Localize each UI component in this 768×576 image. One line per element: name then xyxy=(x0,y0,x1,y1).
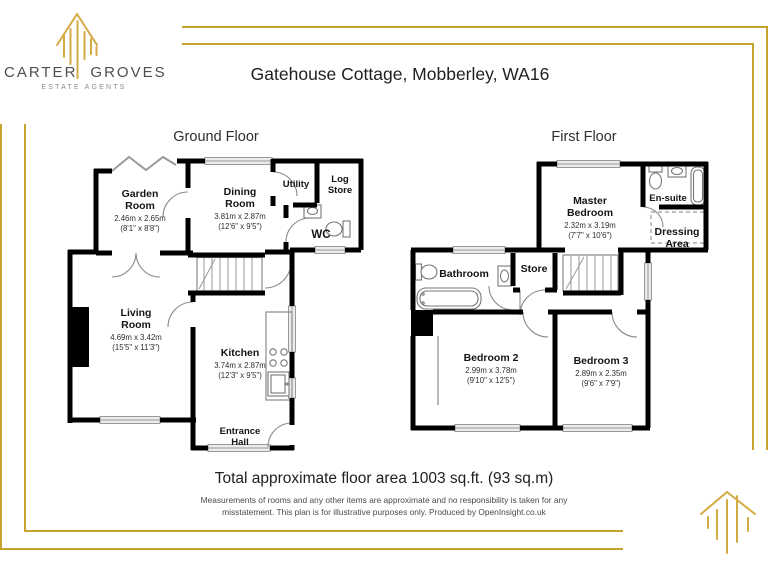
corner-house-icon xyxy=(700,491,756,554)
room-label-dining: Dining Room 3.81m x 2.87m (12'6" x 9'5") xyxy=(214,186,266,231)
svg-text:Area: Area xyxy=(665,238,689,250)
svg-text:Entrance: Entrance xyxy=(220,426,261,437)
svg-text:(12'3" x 9'5"): (12'3" x 9'5") xyxy=(218,371,262,380)
ground-floor-plan: Garden Room 2.46m x 2.65m (8'1" x 8'8") … xyxy=(67,155,364,452)
svg-text:3.81m x 2.87m: 3.81m x 2.87m xyxy=(214,212,266,221)
svg-text:(12'6" x 9'5"): (12'6" x 9'5") xyxy=(218,222,262,231)
frame-inner-left-line xyxy=(24,124,26,532)
svg-text:Store: Store xyxy=(328,185,352,196)
bathroom-sink-icon xyxy=(497,265,512,287)
brand-tagline: ESTATE AGENTS xyxy=(41,84,127,91)
svg-text:2.46m x 2.65m: 2.46m x 2.65m xyxy=(114,214,166,223)
ensuite-bath-icon xyxy=(690,166,706,206)
svg-text:Dining: Dining xyxy=(224,186,257,198)
svg-text:(9'10" x 12'5"): (9'10" x 12'5") xyxy=(467,376,515,385)
svg-text:3.74m x 2.87m: 3.74m x 2.87m xyxy=(214,361,266,370)
first-floor-plan: Master Bedroom 2.32m x 3.19m (7'7" x 10'… xyxy=(410,160,709,432)
garden-bay-window xyxy=(111,155,177,172)
staircase xyxy=(562,254,619,292)
svg-text:Bedroom: Bedroom xyxy=(567,207,613,219)
room-label-entrance-hall: Entrance Hall xyxy=(220,426,261,448)
room-label-bathroom: Bathroom xyxy=(439,268,489,280)
svg-text:Hall: Hall xyxy=(231,437,248,448)
first-floor-label: First Floor xyxy=(551,129,617,145)
svg-text:2.99m x 3.78m: 2.99m x 3.78m xyxy=(465,366,517,375)
svg-text:2.89m x 2.35m: 2.89m x 2.35m xyxy=(575,369,627,378)
room-label-living: Living Room 4.69m x 3.42m (15'5" x 11'3"… xyxy=(110,307,162,352)
page-title: Gatehouse Cottage, Mobberley, WA16 xyxy=(250,64,550,84)
room-label-kitchen: Kitchen 3.74m x 2.87m (12'3" x 9'5") xyxy=(214,347,266,380)
svg-text:Garden: Garden xyxy=(122,188,159,200)
svg-text:(15'5" x 11'3"): (15'5" x 11'3") xyxy=(112,343,160,352)
frame-outer-left-line xyxy=(0,124,2,550)
frame-outer-bottom-line xyxy=(0,548,623,550)
svg-text:Bedroom 3: Bedroom 3 xyxy=(574,355,629,367)
wc-toilet-icon xyxy=(325,220,351,238)
svg-text:Room: Room xyxy=(125,200,155,212)
frame-inner-top-line xyxy=(182,43,753,45)
svg-text:Dressing: Dressing xyxy=(655,226,700,238)
room-label-ensuite: En-suite xyxy=(649,193,686,204)
total-floor-area-text: Total approximate floor area 1003 sq.ft.… xyxy=(214,470,554,487)
svg-text:Log: Log xyxy=(331,174,349,185)
frame-inner-bottom-line xyxy=(24,530,623,532)
room-label-bedroom3: Bedroom 3 2.89m x 2.35m (9'6" x 7'9") xyxy=(574,355,629,388)
svg-text:Master: Master xyxy=(573,195,607,207)
svg-text:(7'7" x 10'6"): (7'7" x 10'6") xyxy=(568,231,612,240)
room-label-log-store: Log Store xyxy=(328,174,352,196)
room-label-bedroom2: Bedroom 2 2.99m x 3.78m (9'10" x 12'5") xyxy=(464,352,519,385)
disclaimer-text: Measurements of rooms and any other item… xyxy=(134,495,634,518)
kitchen-counter xyxy=(265,311,293,401)
frame-outer-top-line xyxy=(182,26,768,28)
chimney-breast xyxy=(411,310,433,336)
room-label-utility: Utility xyxy=(283,179,310,190)
frame-outer-right-line xyxy=(766,26,768,450)
room-label-wc: WC xyxy=(311,229,330,241)
room-label-master-bedroom: Master Bedroom 2.32m x 3.19m (7'7" x 10'… xyxy=(564,195,616,240)
svg-text:2.32m x 3.19m: 2.32m x 3.19m xyxy=(564,221,616,230)
brand-house-icon xyxy=(56,13,98,79)
ensuite-sink-icon xyxy=(667,164,687,178)
svg-text:(9'6" x 7'9"): (9'6" x 7'9") xyxy=(581,379,621,388)
svg-text:Room: Room xyxy=(225,198,255,210)
disclaimer-line1: Measurements of rooms and any other item… xyxy=(200,495,568,505)
bathroom-toilet-icon xyxy=(414,263,438,281)
staircase xyxy=(196,256,263,292)
ensuite-toilet-icon xyxy=(648,165,663,190)
disclaimer-line2: misstatement. This plan is for illustrat… xyxy=(222,506,546,517)
bathroom-bath-icon xyxy=(416,287,482,310)
ground-floor-label: Ground Floor xyxy=(173,129,259,145)
svg-text:Kitchen: Kitchen xyxy=(221,347,260,359)
frame-inner-right-line xyxy=(752,43,754,450)
chimney-breast xyxy=(70,307,89,367)
room-label-garden: Garden Room 2.46m x 2.65m (8'1" x 8'8") xyxy=(114,188,166,233)
room-label-store: Store xyxy=(521,263,548,275)
svg-text:(8'1" x 8'8"): (8'1" x 8'8") xyxy=(120,224,160,233)
svg-text:Room: Room xyxy=(121,319,151,331)
svg-text:Bedroom 2: Bedroom 2 xyxy=(464,352,519,364)
svg-text:4.69m x 3.42m: 4.69m x 3.42m xyxy=(110,333,162,342)
room-label-dressing-area: Dressing Area xyxy=(655,226,700,250)
svg-text:Living: Living xyxy=(121,307,152,319)
